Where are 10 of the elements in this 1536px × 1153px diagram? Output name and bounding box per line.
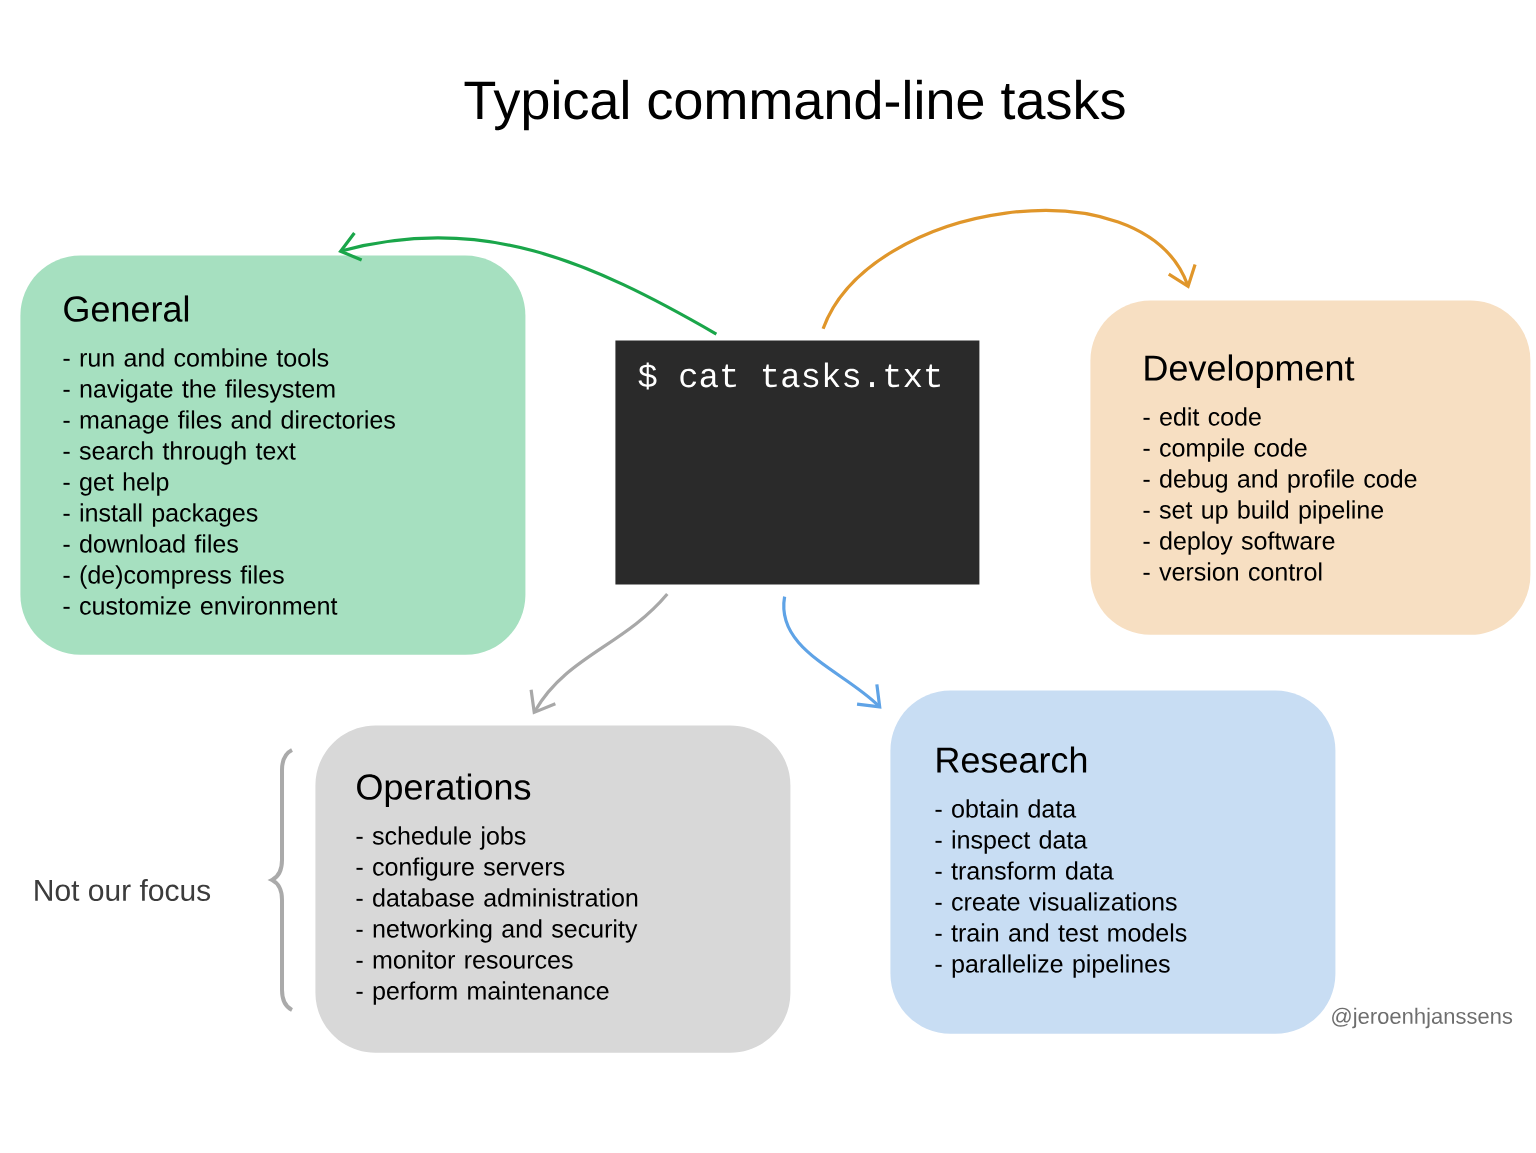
category-blob: Operations - schedule jobs - configure servers - database administration - networking and security - monitor resources - perform maintenance: [315, 725, 791, 1053]
category-blob: General - run and combine tools - navigate the filesystem - manage files and directories - search through text - get help - install packages - download files - (de)compress files - customize environment: [20, 255, 526, 655]
arrow: [782, 596, 882, 709]
terminal-window: $ cat tasks.txt: [615, 340, 980, 585]
title: Typical command-line tasks: [464, 79, 1125, 131]
side-note: Not our focus: [35, 879, 211, 901]
arrow: [338, 232, 718, 336]
arrow: [821, 208, 1197, 330]
category-blob: Development - edit code - compile code - debug and profile code - set up build pipeline - deploy software - version control: [1090, 300, 1531, 635]
arrow: [529, 592, 669, 715]
